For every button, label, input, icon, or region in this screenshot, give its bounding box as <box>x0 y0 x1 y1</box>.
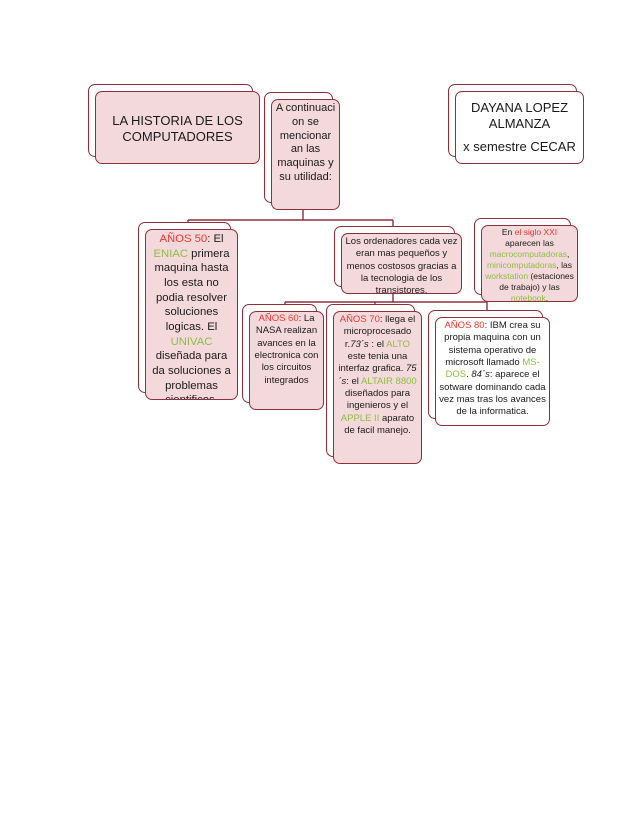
anos70-t1: : llega el microprocesado r. <box>343 314 416 350</box>
siglo21-t2: aparecen las <box>505 238 554 249</box>
anos70-label: AÑOS 70 <box>339 314 380 325</box>
year-73: 73´s <box>350 338 369 350</box>
macro-label: macrocomputadoras <box>489 249 568 260</box>
siglo21-t3: , <box>567 249 570 260</box>
intro-text: A continuaci on se mencionar an las maqu… <box>275 102 336 183</box>
transistors-text: Los ordenadores cada vez eran mas pequeñ… <box>345 236 458 294</box>
workstation-label: workstation <box>485 271 529 282</box>
mini-label: minicomputadoras <box>486 260 557 271</box>
year-75: 75´s <box>338 363 417 387</box>
altair-label: ALTAIR 8800 <box>361 375 417 387</box>
anos50-label: AÑOS 50 <box>159 233 208 245</box>
anos60-t1: : La NASA realizan avances en la electro… <box>254 313 319 386</box>
author-name: DAYANA LOPEZ ALMANZA <box>470 100 569 132</box>
anos60-label: AÑOS 60 <box>258 313 299 324</box>
alto-label: ALTO <box>386 338 411 350</box>
anos80-box: AÑOS 80: IBM crea su propia maquina con … <box>428 310 550 426</box>
anos80-t3: : aparece el sotware dominando cada vez … <box>439 369 546 418</box>
siglo21-t6: . <box>545 293 549 302</box>
anos80-t1: : IBM crea su propia maquina con un sist… <box>444 320 541 369</box>
author-box: DAYANA LOPEZ ALMANZA x semestre CECAR <box>448 84 584 164</box>
anos80-label: AÑOS 80 <box>444 320 485 331</box>
univac-label: UNIVAC <box>170 335 213 348</box>
year-84: 84´s <box>471 369 490 381</box>
apple-label: APPLE II <box>340 412 380 424</box>
anos70-t3: este tenia una interfaz grafica. <box>338 351 408 375</box>
siglo21-t1: En <box>501 227 515 237</box>
title-box: LA HISTORIA DE LOS COMPUTADORES <box>88 84 260 164</box>
transistors-box: Los ordenadores cada vez eran mas pequeñ… <box>334 226 462 294</box>
anos50-box: AÑOS 50: El ENIAC primera maquina hasta … <box>138 222 238 400</box>
anos50-t2: primera maquina hasta los esta no podia … <box>154 247 230 334</box>
title-text: LA HISTORIA DE LOS COMPUTADORES <box>112 113 243 145</box>
notebook-label: notebook <box>510 293 546 302</box>
anos70-t2: : el <box>368 338 387 350</box>
anos50-t3: diseñada para da soluciones a problemas … <box>152 350 231 399</box>
siglo21-box: En el siglo XXI aparecen las macrocomput… <box>474 218 578 302</box>
eniac-label: ENIAC <box>153 247 189 260</box>
siglo21-t5: (estaciones de trabajo) y las <box>499 271 574 293</box>
anos70-t5: diseñados para ingenieros y el <box>345 388 410 412</box>
anos80-t2: . <box>466 369 472 381</box>
anos70-box: AÑOS 70: llega el microprocesado r.73´s … <box>326 304 422 464</box>
anos50-t1: : El <box>207 233 224 245</box>
anos70-t6: aparato de facil manejo. <box>344 412 415 437</box>
author-semester: x semestre CECAR <box>463 138 576 154</box>
intro-box: A continuaci on se mencionar an las maqu… <box>264 92 340 210</box>
anos70-t4: : el <box>346 375 362 387</box>
anos60-box: AÑOS 60: La NASA realizan avances en la … <box>242 304 324 410</box>
msdos-label: MS-DOS <box>445 357 540 381</box>
siglo21-t4: , las <box>556 260 573 271</box>
siglo21-label: el siglo XXI <box>514 227 558 237</box>
